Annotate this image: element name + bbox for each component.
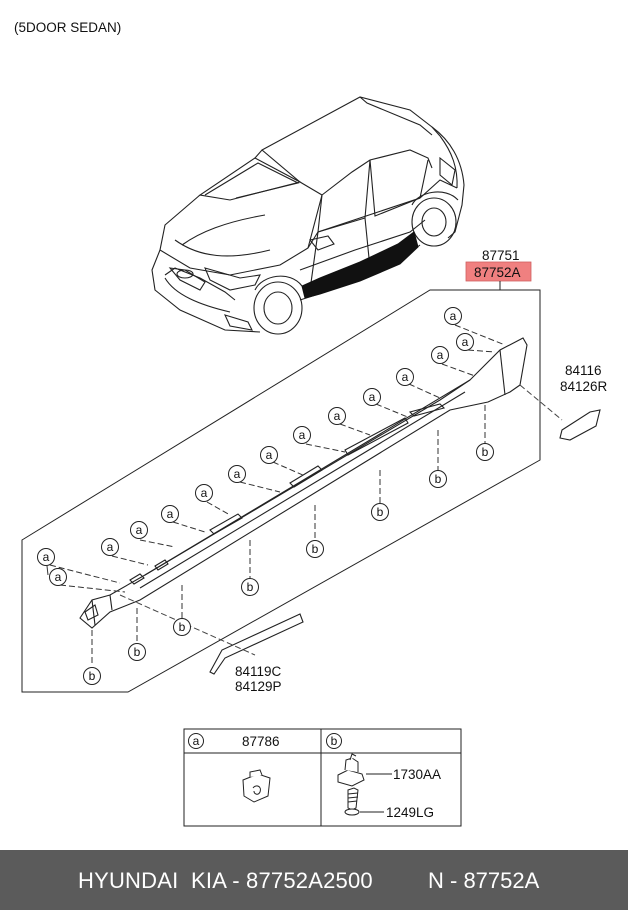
highlight-box [465, 261, 532, 282]
legend-b-part2: 1249LG [386, 805, 434, 820]
svg-text:a: a [450, 309, 457, 323]
svg-text:a: a [266, 448, 273, 462]
footer-bar: HYUNDAI KIA - 87752A2500 N - 87752A [0, 850, 628, 910]
legend-table: a 87786 b 1730AA 1249LG [183, 728, 462, 827]
callout-a: a [260, 446, 278, 464]
svg-text:b: b [435, 472, 442, 486]
svg-text:a: a [299, 428, 306, 442]
svg-text:a: a [462, 335, 469, 349]
legend-b-part1: 1730AA [393, 767, 441, 782]
exploded-boundary [21, 289, 541, 693]
tape-part [209, 613, 304, 675]
callout-a: a [130, 521, 148, 539]
label-main-upper: 87751 [482, 248, 520, 263]
footer-short-number: N - 87752A [428, 868, 540, 893]
callout-b: b [83, 667, 101, 685]
parts-diagram: (5DOOR SEDAN) [14, 20, 608, 827]
svg-text:b: b [312, 542, 319, 556]
callout-b: b [306, 540, 324, 558]
label-tape-upper: 84119C [235, 664, 282, 679]
svg-text:a: a [43, 550, 50, 564]
callout-a: a [444, 307, 462, 325]
label-endcap-upper: 84116 [565, 363, 602, 378]
callout-b: b [371, 503, 389, 521]
callout-a: a [101, 538, 119, 556]
legend-a-part: 87786 [242, 734, 280, 749]
svg-text:a: a [201, 486, 208, 500]
svg-text:a: a [402, 370, 409, 384]
callout-b: b [241, 578, 259, 596]
svg-text:b: b [89, 669, 96, 683]
svg-text:b: b [179, 620, 186, 634]
label-main-lower: 87752A [474, 265, 521, 280]
svg-text:b: b [134, 645, 141, 659]
footer-part-number: HYUNDAI KIA - 87752A2500 [78, 868, 373, 893]
label-endcap-lower: 84126R [560, 379, 608, 394]
svg-text:b: b [482, 445, 489, 459]
callout-a: a [293, 426, 311, 444]
svg-text:a: a [193, 734, 200, 748]
screw-icon [344, 787, 360, 816]
callout-a: a [37, 548, 55, 566]
svg-text:b: b [377, 505, 384, 519]
legend-key-b: b [326, 733, 342, 749]
end-cap-part [559, 409, 601, 441]
callout-a: a [456, 333, 474, 351]
callout-a: a [161, 505, 179, 523]
b-callouts: b b b b b b b b [83, 443, 494, 685]
callout-a: a [328, 407, 346, 425]
clip-a-icon [242, 769, 271, 803]
svg-text:a: a [369, 390, 376, 404]
callout-b: b [476, 443, 494, 461]
callout-a: a [228, 465, 246, 483]
callout-b: b [173, 618, 191, 636]
a-callouts: a a a a a a a a a a a a a a a [37, 307, 474, 586]
b-leaders [91, 405, 486, 665]
svg-text:a: a [437, 348, 444, 362]
callout-a: a [49, 568, 67, 586]
callout-a: a [431, 346, 449, 364]
legend-key-a: a [188, 733, 204, 749]
car-illustration [151, 96, 465, 335]
svg-text:a: a [107, 540, 114, 554]
clip-b-push-icon [337, 753, 365, 787]
a-leaders [49, 324, 506, 593]
side-sill-highlight [301, 231, 419, 299]
callout-b: b [128, 643, 146, 661]
svg-text:a: a [136, 523, 143, 537]
callout-a: a [363, 388, 381, 406]
svg-text:a: a [234, 467, 241, 481]
svg-text:a: a [55, 570, 62, 584]
svg-text:a: a [334, 409, 341, 423]
label-tape-lower: 84129P [235, 679, 282, 694]
svg-text:a: a [167, 507, 174, 521]
svg-text:b: b [247, 580, 254, 594]
header-variant: (5DOOR SEDAN) [14, 20, 121, 35]
callout-a: a [195, 484, 213, 502]
side-sill-molding [79, 337, 528, 629]
callout-a: a [396, 368, 414, 386]
callout-b: b [429, 470, 447, 488]
svg-text:b: b [331, 734, 338, 748]
